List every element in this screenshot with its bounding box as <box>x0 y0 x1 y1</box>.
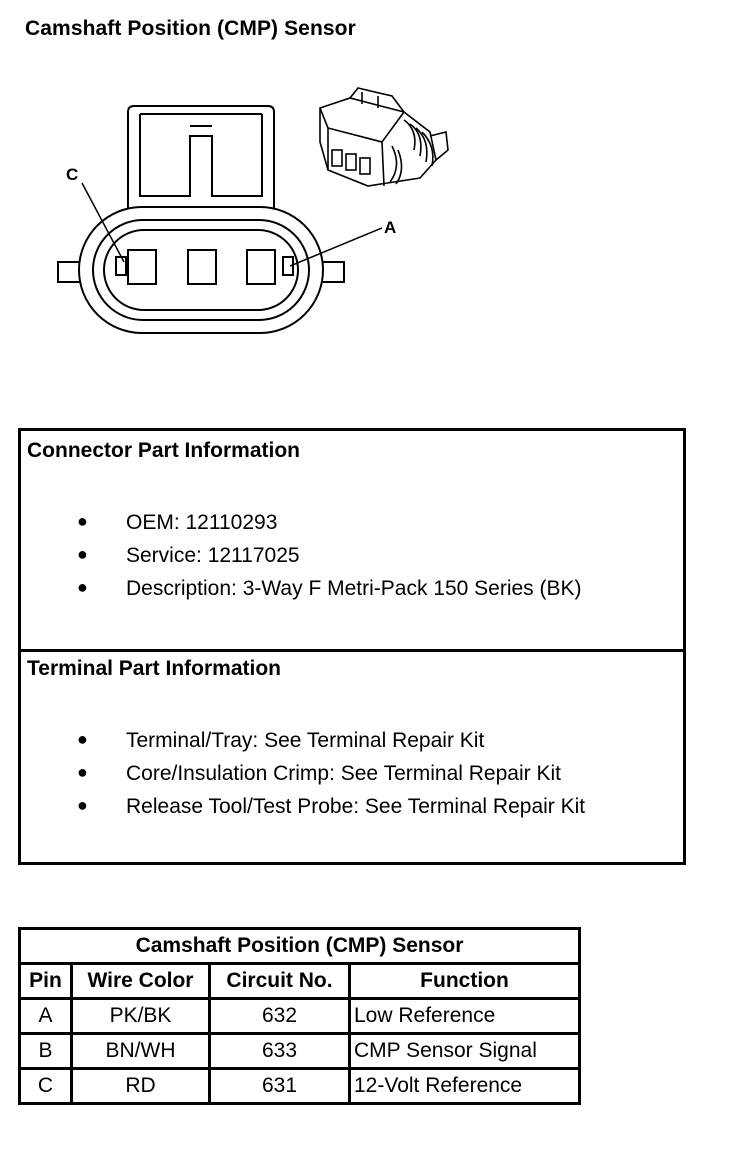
pin-cell: A <box>18 997 73 1035</box>
table-row: B BN/WH 633 CMP Sensor Signal <box>18 1032 581 1070</box>
terminal-part-info: Terminal Part Information ● Terminal/Tra… <box>21 649 683 862</box>
connector-3d-view-icon <box>319 87 449 187</box>
bullet-icon: ● <box>77 544 88 564</box>
column-header-function: Function <box>348 962 581 1000</box>
pin-cell: B <box>18 1032 73 1070</box>
function-cell: CMP Sensor Signal <box>348 1032 581 1070</box>
list-item-text: OEM: 12110293 <box>126 511 278 534</box>
list-item-text: Terminal/Tray: See Terminal Repair Kit <box>126 729 485 752</box>
bullet-icon: ● <box>77 729 88 749</box>
table-title-row: Camshaft Position (CMP) Sensor <box>18 927 581 965</box>
bullet-icon: ● <box>77 795 88 815</box>
function-cell: Low Reference <box>348 997 581 1035</box>
pin-table: Camshaft Position (CMP) Sensor Pin Wire … <box>18 927 581 1105</box>
column-header-wire-color: Wire Color <box>70 962 211 1000</box>
terminal-info-heading: Terminal Part Information <box>27 657 281 680</box>
part-info-box: Connector Part Information ● OEM: 121102… <box>18 428 686 865</box>
circuit-no-cell: 632 <box>208 997 351 1035</box>
list-item-text: Service: 12117025 <box>126 544 300 567</box>
connector-diagram: C A <box>57 87 449 334</box>
connector-face-view-icon <box>57 105 383 334</box>
wire-color-cell: RD <box>70 1067 211 1105</box>
table-header-row: Pin Wire Color Circuit No. Function <box>18 962 581 1000</box>
table-title: Camshaft Position (CMP) Sensor <box>18 927 581 965</box>
connector-part-info: Connector Part Information ● OEM: 121102… <box>21 431 683 652</box>
pin-cell: C <box>18 1067 73 1105</box>
function-cell: 12-Volt Reference <box>348 1067 581 1105</box>
table-row: A PK/BK 632 Low Reference <box>18 997 581 1035</box>
bullet-icon: ● <box>77 577 88 597</box>
list-item-text: Release Tool/Test Probe: See Terminal Re… <box>126 795 586 818</box>
circuit-no-cell: 633 <box>208 1032 351 1070</box>
wire-color-cell: BN/WH <box>70 1032 211 1070</box>
callout-c: C <box>66 165 78 184</box>
page-title: Camshaft Position (CMP) Sensor <box>25 17 356 40</box>
bullet-icon: ● <box>77 511 88 531</box>
column-header-circuit-no: Circuit No. <box>208 962 351 1000</box>
callout-a: A <box>384 218 396 237</box>
circuit-no-cell: 631 <box>208 1067 351 1105</box>
bullet-icon: ● <box>77 762 88 782</box>
connector-info-heading: Connector Part Information <box>27 439 301 462</box>
list-item-text: Core/Insulation Crimp: See Terminal Repa… <box>126 762 561 785</box>
table-row: C RD 631 12-Volt Reference <box>18 1067 581 1105</box>
wire-color-cell: PK/BK <box>70 997 211 1035</box>
column-header-pin: Pin <box>18 962 73 1000</box>
list-item-text: Description: 3-Way F Metri-Pack 150 Seri… <box>126 577 582 600</box>
